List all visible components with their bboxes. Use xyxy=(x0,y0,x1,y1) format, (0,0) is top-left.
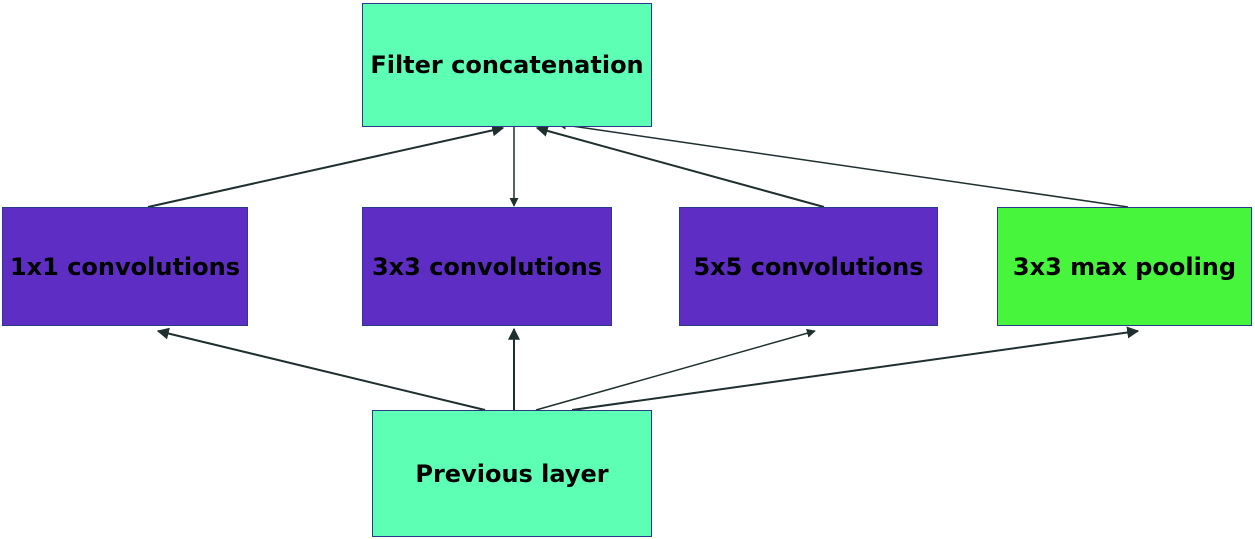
conv-1x1-label: 1x1 convolutions xyxy=(9,252,241,281)
edge-prev-to-conv1 xyxy=(156,327,486,411)
conv-5x5-label: 5x5 convolutions xyxy=(693,252,924,281)
filter-concatenation-node: Filter concatenation xyxy=(362,3,652,127)
edge-pool-to-filter xyxy=(557,120,1129,208)
edge-conv1-to-filter xyxy=(147,124,505,208)
edge-prev-to-conv5 xyxy=(535,328,816,411)
previous-layer-label: Previous layer xyxy=(415,459,609,488)
previous-layer-node: Previous layer xyxy=(372,410,652,537)
conv-3x3-label: 3x3 convolutions xyxy=(371,252,603,281)
edge-prev-to-pool xyxy=(571,326,1140,411)
conv-1x1-node: 1x1 convolutions xyxy=(2,207,248,326)
filter-concatenation-label: Filter concatenation xyxy=(370,51,644,79)
conv-3x3-node: 3x3 convolutions xyxy=(362,207,612,326)
conv-5x5-node: 5x5 convolutions xyxy=(679,207,938,326)
edge-conv5-to-filter xyxy=(535,125,825,208)
max-pooling-label: 3x3 max pooling xyxy=(1012,252,1237,281)
max-pooling-node: 3x3 max pooling xyxy=(997,207,1252,326)
